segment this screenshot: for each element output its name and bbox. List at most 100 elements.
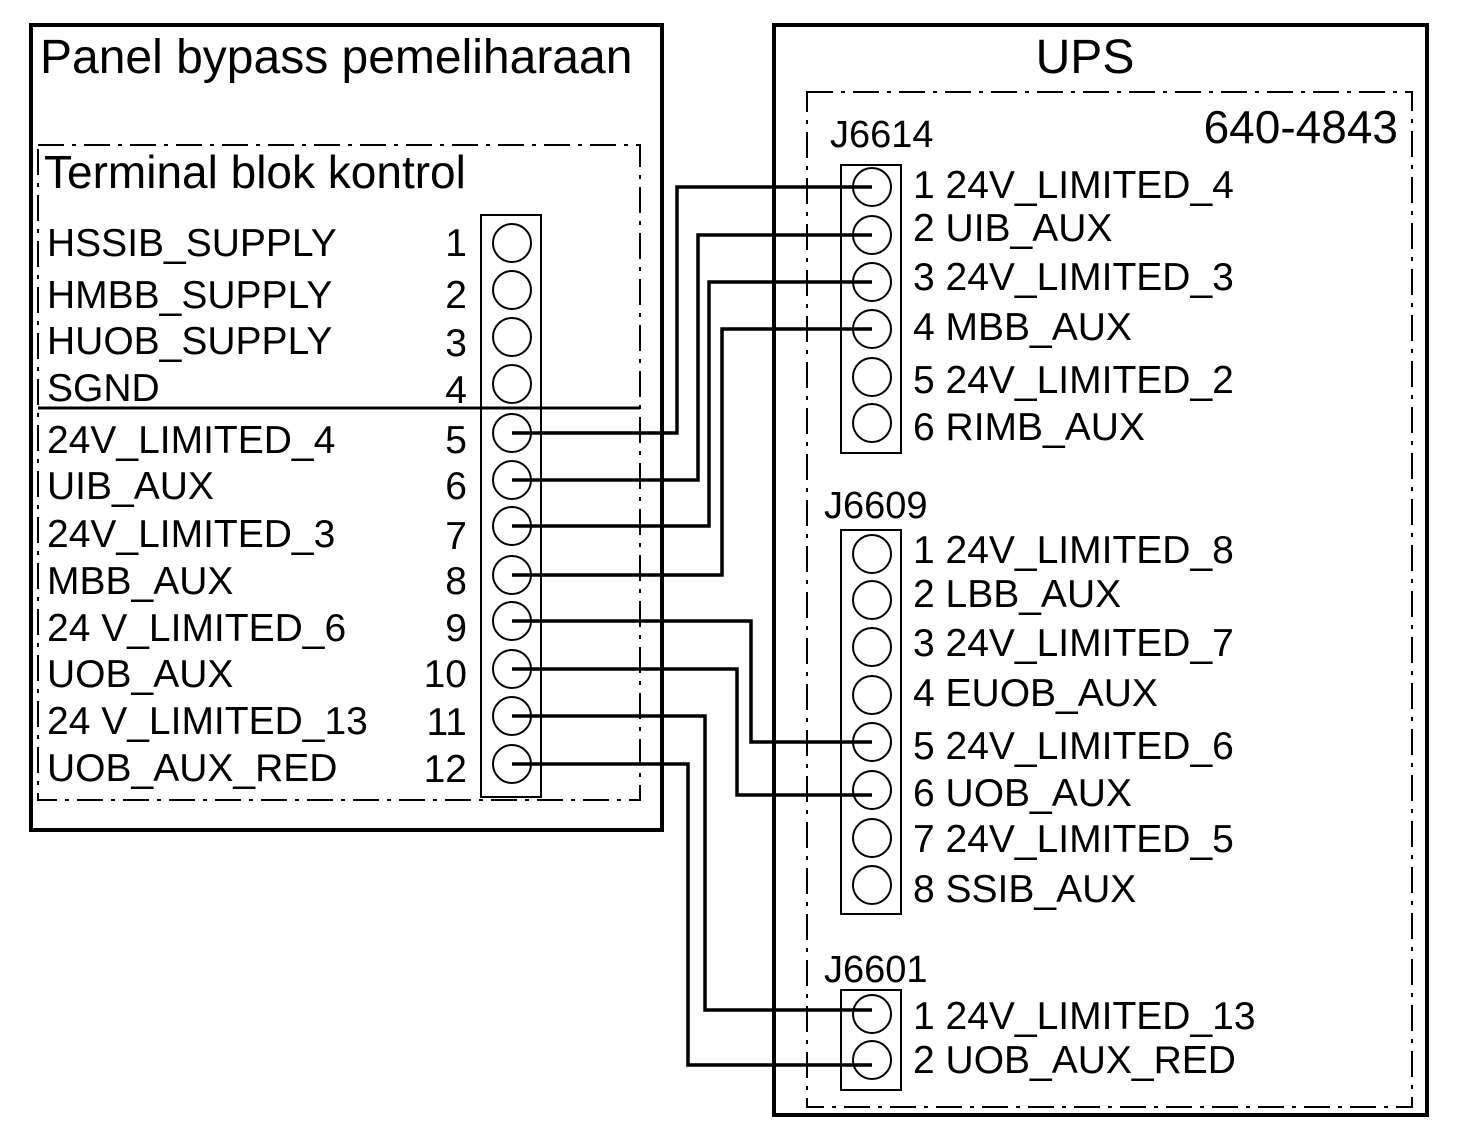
ups-board-frame <box>806 91 1413 1108</box>
pin-socket <box>852 675 892 715</box>
bypass-panel-frame <box>29 23 664 832</box>
connector-body <box>840 989 902 1091</box>
terminal-label: 24V_LIMITED_3 <box>47 513 335 556</box>
terminal-block-frame <box>37 144 641 801</box>
terminal-number: 12 <box>424 748 467 791</box>
terminal-block-title: Terminal blok kontrol <box>44 146 466 198</box>
connector-pin: 6 RIMB_AUX <box>852 403 1145 449</box>
terminal-label: 24V_LIMITED_4 <box>47 419 335 462</box>
pin-label: 6 RIMB_AUX <box>913 406 1145 449</box>
connector-pin: 1 24V_LIMITED_8 <box>852 529 1234 574</box>
terminal-label: 24 V_LIMITED_6 <box>47 607 346 650</box>
pin-socket <box>852 1040 892 1080</box>
pin-label: 8 SSIB_AUX <box>913 868 1136 911</box>
pin-label: 1 24V_LIMITED_4 <box>913 164 1234 207</box>
connector-pin: 7 24V_LIMITED_5 <box>852 818 1234 861</box>
terminal-number: 3 <box>445 322 467 365</box>
terminal-5: 24V_LIMITED_4 5 <box>47 413 532 462</box>
pin-socket <box>852 534 892 574</box>
pin-label: 5 24V_LIMITED_6 <box>913 725 1234 768</box>
terminal-12: UOB_AUX_RED 12 <box>47 744 532 791</box>
terminal-screw <box>492 364 532 404</box>
terminal-4: SGND 4 <box>47 364 532 412</box>
connector-j6609: J6609 1 24V_LIMITED_8 2 LBB_AUX 3 24V_LI… <box>824 485 1234 915</box>
connector-pin: 4 EUOB_AUX <box>852 672 1158 715</box>
terminal-number: 4 <box>445 369 467 412</box>
terminal-number: 5 <box>445 419 467 462</box>
wire-t9-j6609-5 <box>512 619 872 744</box>
terminal-6: UIB_AUX 6 <box>47 460 532 508</box>
pin-label: 2 LBB_AUX <box>913 573 1121 616</box>
terminal-9: 24 V_LIMITED_6 9 <box>47 601 532 650</box>
terminal-label: HUOB_SUPPLY <box>47 320 332 363</box>
terminal-number: 8 <box>445 560 467 603</box>
terminal-number: 2 <box>445 274 467 317</box>
terminal-screw <box>492 270 532 310</box>
pin-label: 2 UOB_AUX_RED <box>913 1039 1236 1082</box>
connector-name: J6614 <box>830 114 934 156</box>
terminal-label: MBB_AUX <box>47 560 233 603</box>
pin-socket <box>852 770 892 810</box>
wire-t12-j6601-2 <box>512 762 872 1067</box>
connector-pin: 1 24V_LIMITED_13 <box>852 994 1256 1038</box>
ups-board: 640-4843 J6614 1 24V_LIMITED_4 2 UIB_AUX… <box>806 91 1413 1108</box>
connector-pin: 5 24V_LIMITED_6 <box>852 722 1234 768</box>
connector-pin: 2 UOB_AUX_RED <box>852 1039 1236 1082</box>
wire-t6-j6614-2 <box>512 233 872 482</box>
connector-j6601: J6601 1 24V_LIMITED_13 2 UOB_AUX_RED <box>824 949 1256 1091</box>
pin-label: 4 MBB_AUX <box>913 306 1132 349</box>
terminal-number: 11 <box>427 701 468 744</box>
wires <box>512 185 872 1067</box>
board-part-number: 640-4843 <box>1204 101 1398 153</box>
bypass-panel: Panel bypass pemeliharaan Terminal blok … <box>29 23 664 832</box>
terminal-7: 24V_LIMITED_3 7 <box>47 506 532 558</box>
bypass-panel-title: Panel bypass pemeliharaan <box>40 31 632 84</box>
pin-socket <box>852 580 892 620</box>
connector-pin: 4 MBB_AUX <box>852 306 1132 349</box>
ups-title: UPS <box>1036 31 1135 84</box>
pin-label: 5 24V_LIMITED_2 <box>913 359 1234 402</box>
connector-name: J6609 <box>824 485 928 527</box>
connector-pin: 2 UIB_AUX <box>852 207 1112 255</box>
terminal-10: UOB_AUX 10 <box>47 649 532 696</box>
terminal-1: HSSIB_SUPPLY 1 <box>47 222 532 265</box>
pin-label: 3 24V_LIMITED_7 <box>913 622 1234 665</box>
pin-socket <box>852 627 892 667</box>
terminal-label: UOB_AUX_RED <box>47 747 337 790</box>
connector-pin: 6 UOB_AUX <box>852 770 1132 815</box>
connector-pin: 3 24V_LIMITED_7 <box>852 622 1234 667</box>
connector-name: J6601 <box>824 949 928 991</box>
terminal-11: 24 V_LIMITED_13 11 <box>47 696 532 744</box>
ups-frame <box>772 23 1429 1117</box>
wire-t8-j6614-4 <box>512 327 872 577</box>
pin-socket <box>852 818 892 858</box>
terminal-number: 6 <box>445 465 467 508</box>
wire-t5-j6614-1 <box>512 185 872 435</box>
pin-label: 3 24V_LIMITED_3 <box>913 256 1234 299</box>
pin-socket <box>852 403 892 443</box>
terminal-3: HUOB_SUPPLY 3 <box>47 317 532 365</box>
terminal-label: HSSIB_SUPPLY <box>47 222 337 265</box>
connector-pin: 1 24V_LIMITED_4 <box>852 164 1234 207</box>
connector-j6614: J6614 1 24V_LIMITED_4 2 UIB_AUX 3 24V_LI… <box>830 114 1234 454</box>
terminal-2: HMBB_SUPPLY 2 <box>47 270 532 317</box>
wire-t10-j6609-6 <box>512 667 872 797</box>
terminal-label: HMBB_SUPPLY <box>47 274 332 317</box>
ups: UPS 640-4843 J6614 1 24V_LIMITED_4 2 UIB… <box>772 23 1429 1117</box>
terminal-screw <box>492 223 532 263</box>
terminal-label: UIB_AUX <box>47 465 214 508</box>
terminal-number: 10 <box>424 653 467 696</box>
terminal-number: 1 <box>445 222 467 265</box>
wire-t7-j6614-3 <box>512 280 872 528</box>
connector-pin: 8 SSIB_AUX <box>852 865 1136 911</box>
connector-body <box>840 164 902 454</box>
pin-label: 7 24V_LIMITED_5 <box>913 818 1234 861</box>
terminal-number: 9 <box>445 607 467 650</box>
connector-pin: 2 LBB_AUX <box>852 573 1121 620</box>
terminal-label: SGND <box>47 367 160 410</box>
terminal-8: MBB_AUX 8 <box>47 555 532 603</box>
terminal-screw <box>492 317 532 357</box>
pin-socket <box>852 994 892 1034</box>
pin-socket <box>852 357 892 397</box>
